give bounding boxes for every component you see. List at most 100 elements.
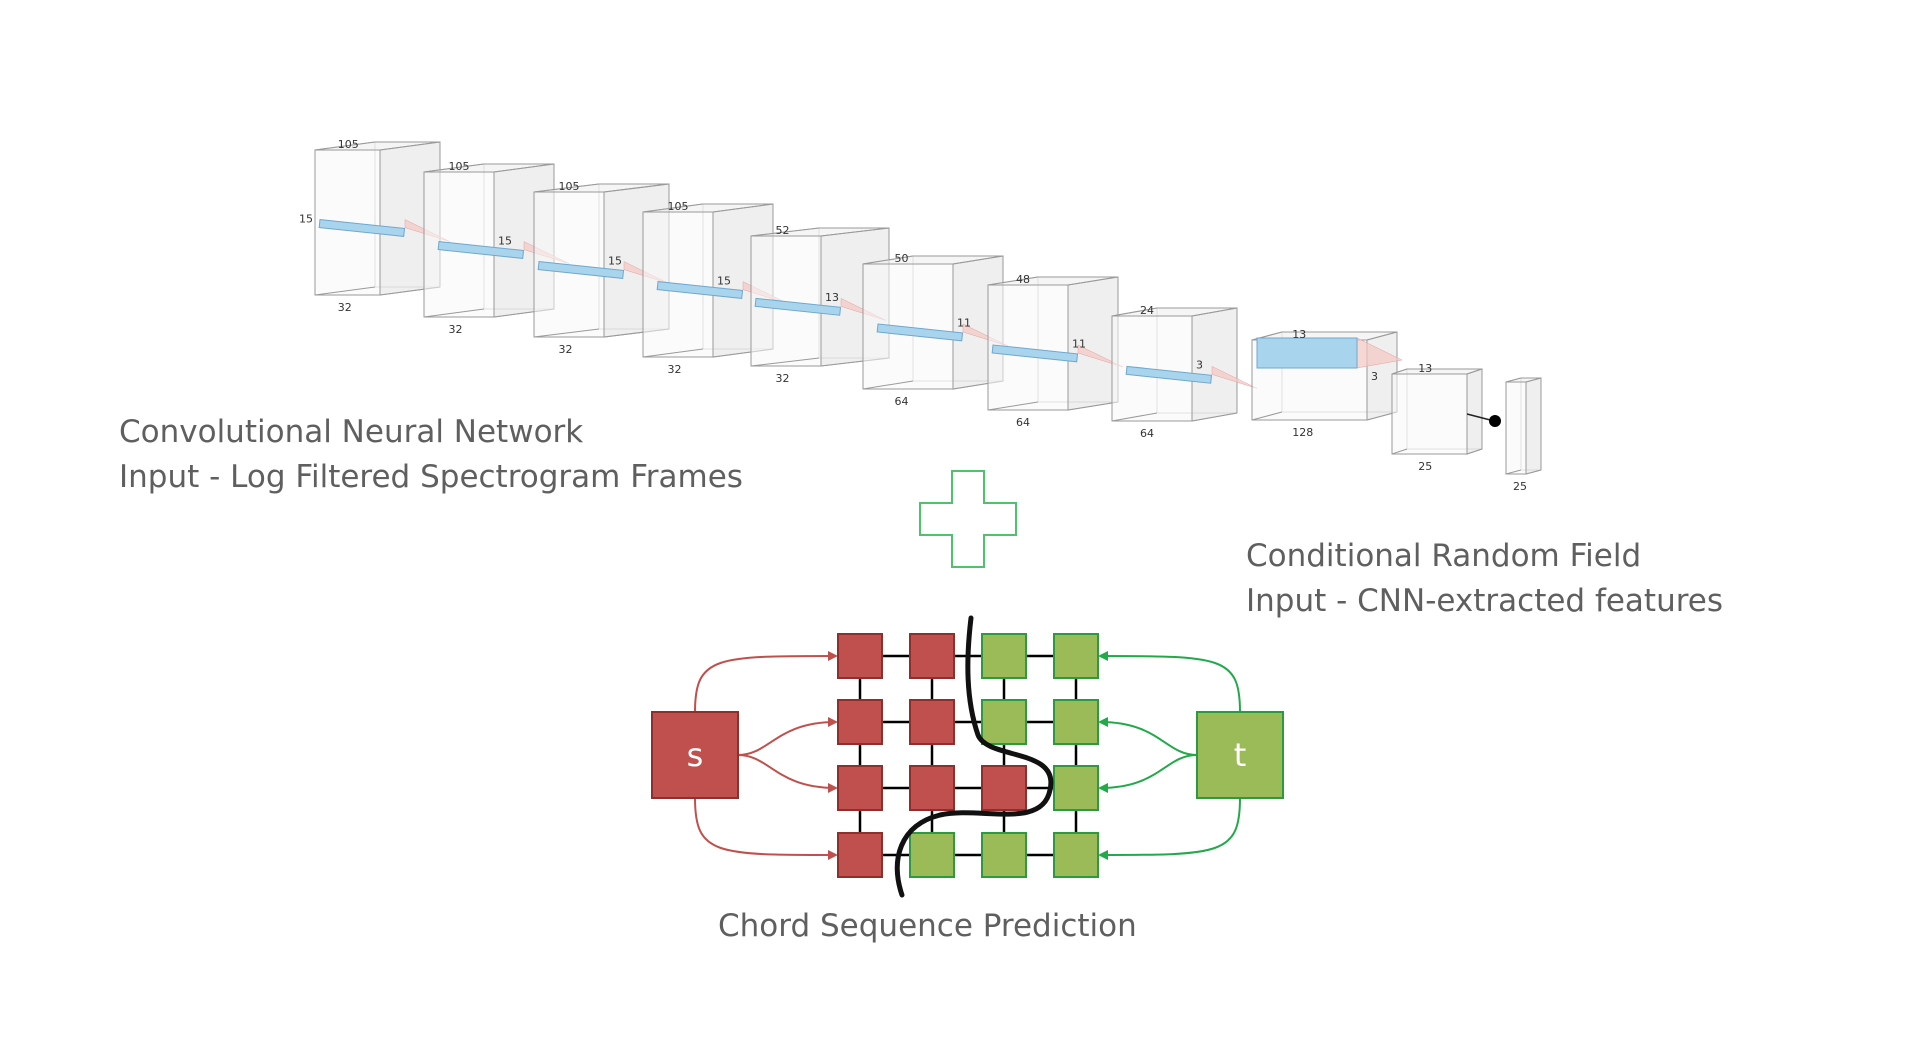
prediction-caption: Chord Sequence Prediction (718, 908, 1137, 944)
sink-side-node (1053, 633, 1099, 679)
feature-block (437, 241, 525, 259)
feature-block (1256, 337, 1358, 369)
sink-side-node (981, 832, 1027, 878)
sink-node-label: t (1234, 736, 1247, 774)
sink-side-node (909, 832, 955, 878)
sink-side-node (1053, 699, 1099, 745)
sink-side-node (1053, 832, 1099, 878)
crf-input-description: Input - CNN-extracted features (1246, 583, 1724, 619)
cnn-layer: 13 25 (1391, 362, 1483, 473)
receptive-field-projection (1211, 365, 1258, 389)
layer-dim-side: 15 (717, 275, 731, 288)
feature-block (754, 297, 842, 316)
layer-dim-bottom: 128 (1292, 426, 1313, 439)
source-side-node (837, 699, 883, 745)
cnn-caption: Convolutional Neural Network Input - Log… (119, 410, 743, 500)
feature-block (318, 219, 406, 237)
layer-dim-top: 24 (1140, 304, 1154, 317)
layer-edge (1251, 411, 1283, 421)
sink-edge (1098, 651, 1241, 713)
crf-caption: Conditional Random Field Input - CNN-ext… (1246, 534, 1723, 624)
layer-dim-side: 15 (608, 255, 622, 268)
source-edge (737, 717, 838, 756)
layer-front-face (1505, 381, 1527, 475)
feature-block (537, 261, 625, 279)
layer-dim-side: 15 (498, 235, 512, 248)
sink-edge (1098, 754, 1198, 793)
source-side-node (909, 699, 955, 745)
sink-node (1196, 711, 1284, 799)
layer-dim-side: 13 (825, 291, 839, 304)
layer-dim-top: 105 (559, 180, 580, 193)
layer-dim-bottom: 25 (1513, 480, 1527, 493)
layer-dim-bottom: 32 (449, 323, 463, 336)
crf-title: Conditional Random Field (1246, 538, 1642, 574)
layer-dim-side: 3 (1371, 370, 1378, 383)
layer-dim-side: 15 (299, 213, 313, 226)
source-edge (694, 797, 838, 860)
layer-side-face (1525, 377, 1542, 475)
source-node-label: s (687, 736, 704, 774)
source-side-node (981, 765, 1027, 811)
source-side-node (837, 832, 883, 878)
layer-dim-bottom: 32 (776, 372, 790, 385)
layer-dim-bottom: 32 (559, 343, 573, 356)
cnn-layer: 24 3 64 (1111, 304, 1258, 440)
feature-block (1125, 365, 1213, 384)
plus-icon (919, 470, 1017, 568)
output-node (1489, 415, 1501, 427)
layer-dim-bottom: 32 (338, 301, 352, 314)
cnn-input-description: Input - Log Filtered Spectrogram Frames (119, 459, 743, 495)
layer-dim-top: 13 (1292, 328, 1306, 341)
layer-side-face (1191, 307, 1238, 422)
layer-dim-top: 105 (449, 160, 470, 173)
layer-dim-side: 11 (1072, 338, 1086, 351)
source-side-node (909, 765, 955, 811)
layer-dim-top: 48 (1016, 273, 1030, 286)
plus-shape (919, 470, 1017, 568)
layer-front-face (862, 263, 954, 390)
layer-dim-top: 13 (1418, 362, 1432, 375)
layer-front-face (1111, 315, 1193, 422)
layer-edge (533, 328, 600, 338)
layer-edge (750, 357, 820, 367)
cnn-title: Convolutional Neural Network (119, 414, 584, 450)
layer-dim-bottom: 25 (1418, 460, 1432, 473)
layer-edge (423, 308, 485, 318)
layer-edge (987, 401, 1039, 411)
layer-dim-bottom: 32 (668, 363, 682, 376)
layer-dim-side: 11 (957, 317, 971, 330)
layer-dim-bottom: 64 (1140, 427, 1154, 440)
sink-side-node (981, 633, 1027, 679)
layer-edge (1505, 469, 1522, 475)
layer-dim-top: 105 (338, 138, 359, 151)
layer-edge (1391, 448, 1408, 455)
cnn-layer: 13 3 128 (1251, 328, 1403, 439)
source-edge (737, 754, 838, 793)
cnn-layer-stack: 1051532105153210515321051532521332501164… (299, 138, 1542, 493)
feature-block (876, 323, 964, 342)
feature-block (991, 344, 1079, 363)
sink-edge (1098, 717, 1198, 756)
source-side-node (837, 633, 883, 679)
layer-side-face (1466, 368, 1483, 455)
cnn-layer: 25 (1505, 377, 1542, 493)
layer-front-face (1391, 373, 1468, 455)
layer-edge (642, 348, 704, 358)
layer-edge (314, 286, 376, 296)
source-side-node (837, 765, 883, 811)
feature-block (656, 281, 744, 299)
sink-side-node (981, 699, 1027, 745)
source-side-node (909, 633, 955, 679)
layer-dim-side: 3 (1196, 359, 1203, 372)
layer-edge (1111, 412, 1158, 422)
layer-dim-bottom: 64 (895, 395, 909, 408)
source-edge (694, 651, 838, 713)
layer-dim-top: 105 (668, 200, 689, 213)
sink-side-node (1053, 765, 1099, 811)
layer-dim-top: 52 (776, 224, 790, 237)
source-node (651, 711, 739, 799)
